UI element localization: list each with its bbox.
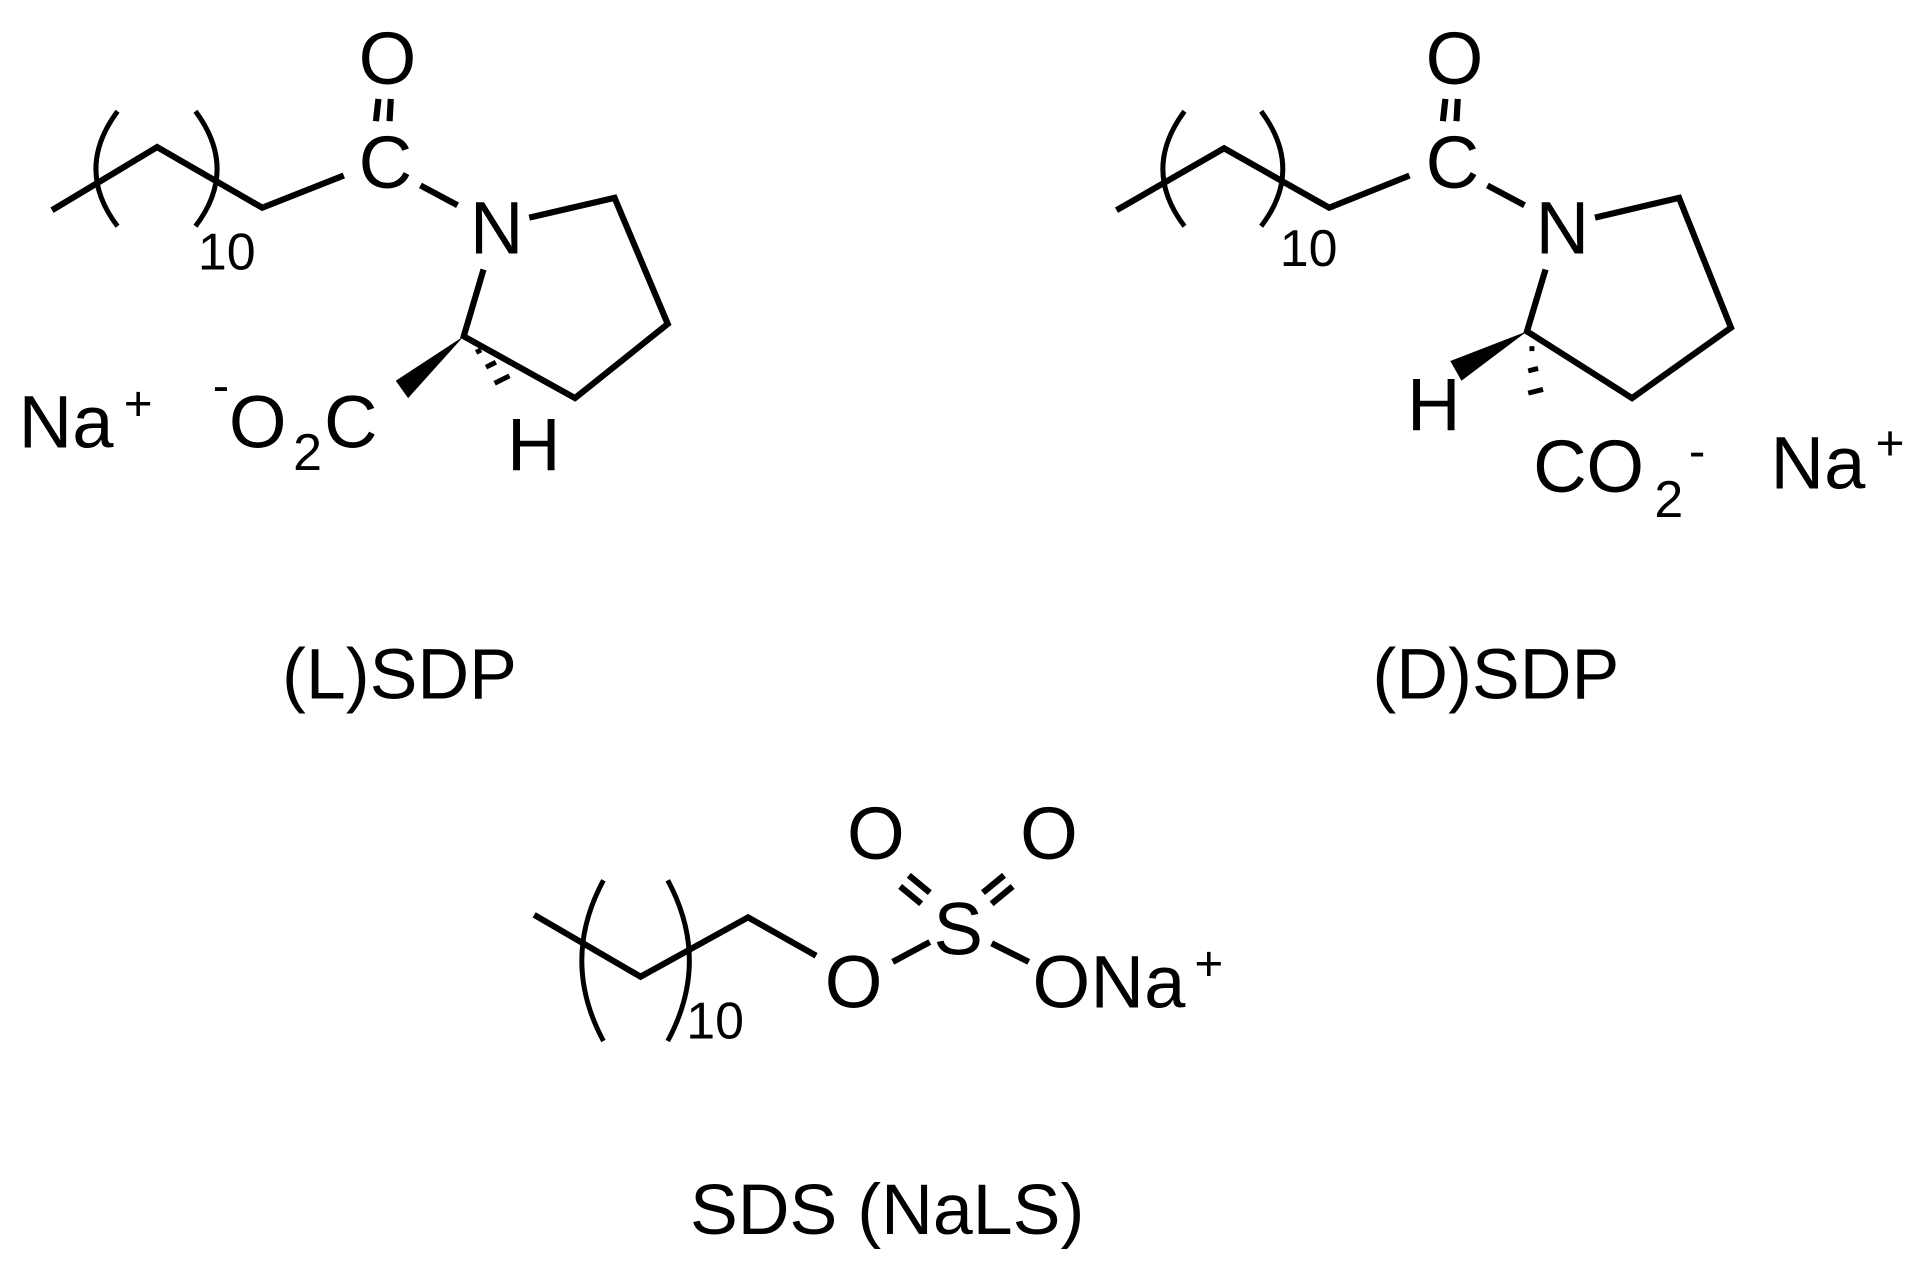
carboxylate-oxygen: O [229, 381, 287, 464]
carboxylate-oxygen: O [1586, 425, 1644, 508]
carbonyl-carbon: C [1426, 121, 1480, 204]
sulfur: S [934, 887, 983, 970]
hydrogen: H [1407, 363, 1461, 446]
carboxylate-charge: - [213, 358, 229, 413]
sodium: Na [19, 381, 115, 464]
repeat-count: 10 [686, 993, 744, 1051]
sodium-charge: + [1194, 936, 1223, 991]
sodium-charge: + [1876, 416, 1905, 471]
carbonyl-oxygen: O [359, 17, 417, 100]
carboxylate-subscript: 2 [1654, 471, 1683, 529]
ester-oxygen: O [825, 941, 883, 1024]
sodium: Na [1771, 421, 1867, 504]
repeat-count: 10 [198, 224, 256, 282]
carbonyl-carbon: C [359, 121, 413, 204]
molecule-d-sdp: 10 C O N H C O 2 - Na + (D)SDP [1114, 17, 1905, 715]
nitrogen: N [470, 186, 524, 269]
label-l-sdp: (L)SDP [282, 635, 517, 715]
carboxylate-subscript: 2 [293, 424, 322, 482]
repeat-count: 10 [1280, 220, 1338, 278]
oxo-oxygen-left: O [847, 792, 905, 875]
sulfonate-oxygen: O [1032, 941, 1090, 1024]
carboxylate-charge: - [1689, 423, 1705, 478]
carbonyl-oxygen: O [1426, 17, 1484, 100]
label-d-sdp: (D)SDP [1372, 635, 1619, 715]
sodium-charge: + [124, 376, 153, 431]
sodium: Na [1091, 941, 1187, 1024]
label-sds: SDS (NaLS) [690, 1170, 1084, 1250]
molecule-l-sdp: 10 C O N H - O 2 C Na + (L)SDP [19, 17, 672, 715]
carboxylate-carbon: C [324, 381, 378, 464]
molecule-sds: 10 O S O O O Na + SDS (NaLS) [532, 792, 1223, 1250]
oxo-oxygen-right: O [1020, 792, 1078, 875]
hydrogen: H [507, 403, 561, 486]
carboxylate-carbon: C [1533, 425, 1587, 508]
nitrogen: N [1536, 186, 1590, 269]
